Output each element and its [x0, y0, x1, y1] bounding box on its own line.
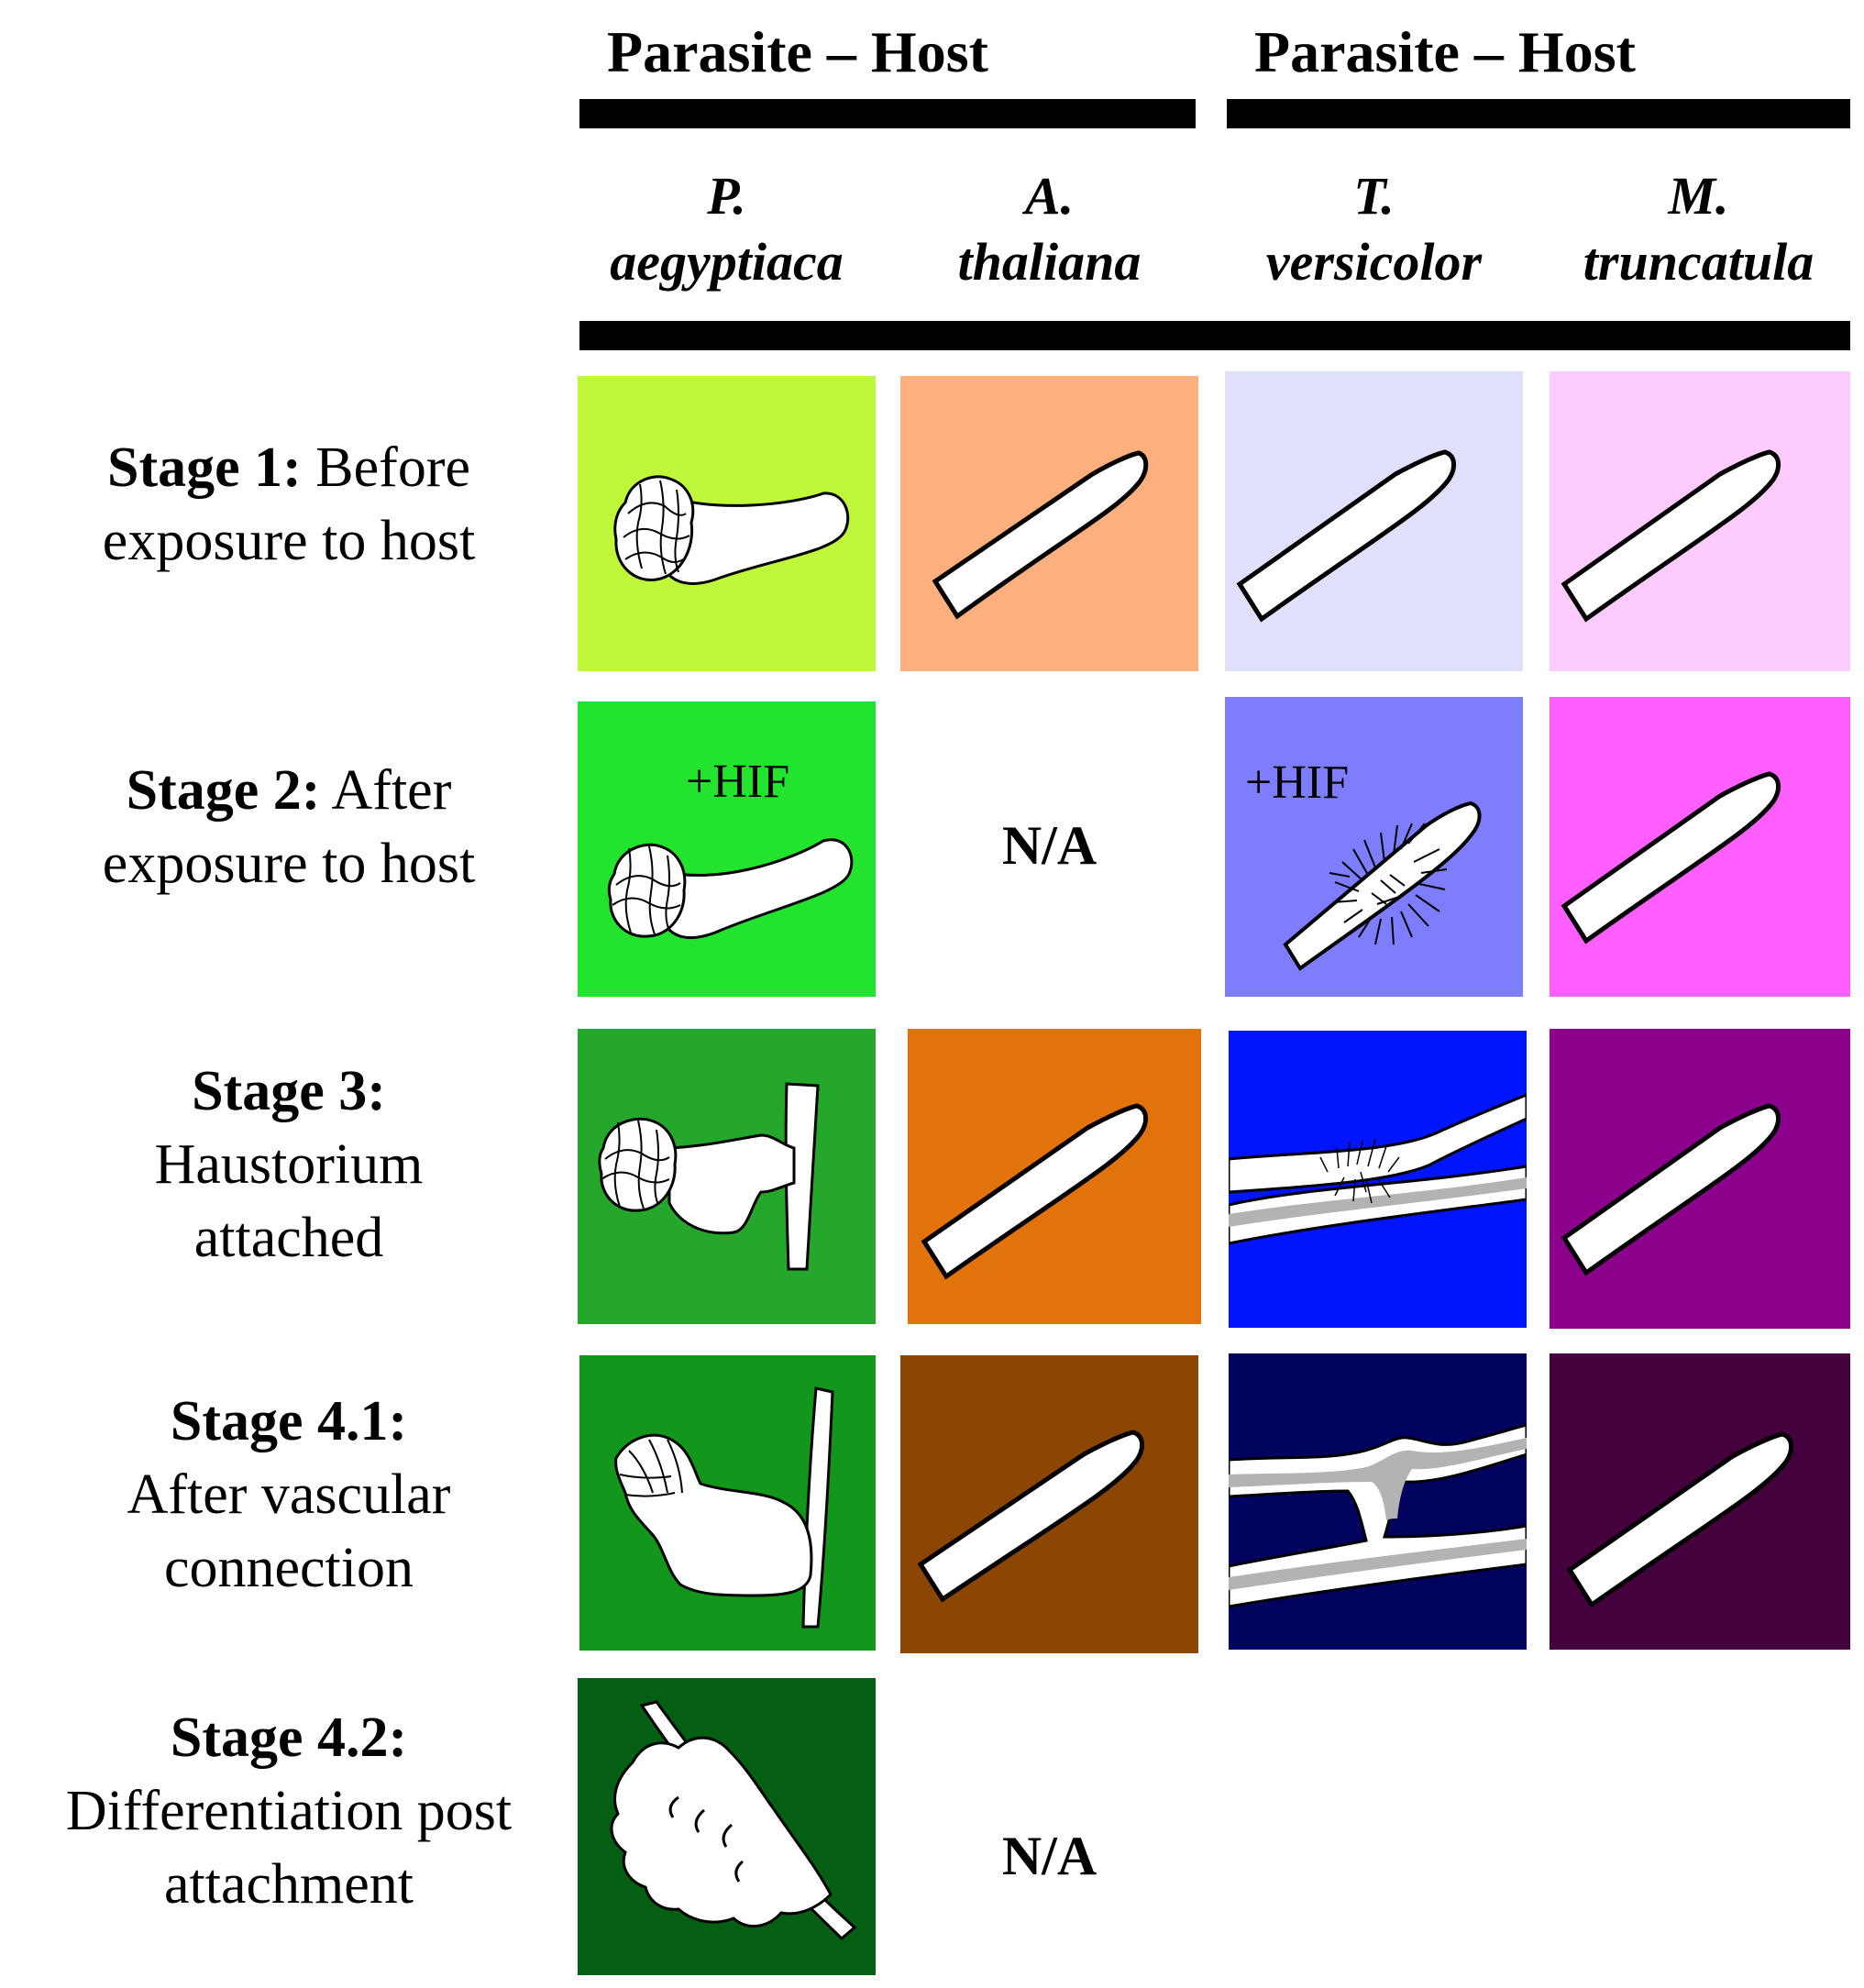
tile-p-aegyptiaca-stage-2: +HIF: [578, 701, 876, 997]
tile-m-truncatula-stage-3: [1550, 1029, 1850, 1329]
stage-title-rest: Before: [301, 436, 470, 499]
host-root-illustration: [900, 376, 1198, 671]
stage-title: Stage 1:: [107, 436, 302, 499]
tile-t-versicolor-stage-3: [1229, 1031, 1527, 1328]
differentiation-illustration: [578, 1678, 876, 1975]
haustorium-hairs: [1319, 1138, 1400, 1204]
stage-desc-2: connection: [163, 1537, 414, 1599]
pair-title-left: Parasite – Host: [607, 19, 988, 84]
stage-label-3: Stage 3: Haustorium attached: [18, 1055, 559, 1275]
vascular-connection-illustration: [579, 1355, 876, 1651]
hif-annotation: +HIF: [686, 756, 790, 808]
species-epithet: truncatula: [1583, 232, 1814, 292]
tile-p-aegyptiaca-stage-4-1: [579, 1355, 876, 1651]
species-epithet: thaliana: [957, 232, 1142, 292]
tile-m-truncatula-stage-2: [1550, 697, 1850, 997]
tile-m-truncatula-stage-1: [1550, 371, 1850, 671]
tile-t-versicolor-stage-4-1: [1229, 1353, 1527, 1650]
tile-a-thaliana-stage-4-1: [900, 1355, 1198, 1653]
host-root-illustration: [1225, 371, 1523, 671]
germinated-seed-illustration: [578, 701, 876, 997]
germinated-seed-illustration: [578, 376, 876, 671]
species-epithet: aegyptiaca: [610, 232, 844, 292]
species-genus: T.: [1353, 166, 1395, 226]
species-header-t-versicolor: T. versicolor: [1225, 163, 1523, 295]
stage-title-rest: After: [320, 759, 452, 822]
seed-coat: [598, 1117, 678, 1212]
tile-t-versicolor-stage-1: [1225, 371, 1523, 671]
host-root-illustration: [1550, 1353, 1850, 1650]
seed-coat: [607, 843, 687, 938]
top-rule-right: [1227, 99, 1850, 128]
stage-desc-2: attachment: [164, 1853, 414, 1916]
species-header-m-truncatula: M. truncatula: [1550, 163, 1847, 295]
species-genus: A.: [1024, 166, 1075, 226]
tile-a-thaliana-stage-3: [908, 1029, 1201, 1324]
host-root-illustration: [908, 1029, 1201, 1324]
species-header-a-thaliana: A. thaliana: [900, 163, 1198, 295]
tile-m-truncatula-stage-4-1: [1550, 1353, 1850, 1650]
species-epithet: versicolor: [1265, 232, 1483, 292]
tile-t-versicolor-stage-2: +HIF: [1225, 697, 1523, 997]
root-hairs: [1329, 823, 1448, 945]
top-rule-left: [579, 99, 1196, 128]
stage-label-4-1: Stage 4.1: After vascular connection: [18, 1385, 559, 1605]
stage-label-1: Stage 1: Before exposure to host: [18, 431, 559, 578]
stage-title: Stage 3:: [192, 1060, 386, 1122]
stage-desc: Haustorium: [154, 1133, 424, 1196]
header-rule: [579, 321, 1850, 350]
pair-title-right: Parasite – Host: [1254, 19, 1636, 84]
haustorium-on-host-illustration: [1229, 1031, 1527, 1328]
tile-p-aegyptiaca-stage-4-2: [578, 1678, 876, 1975]
haustorium-attached-illustration: [578, 1029, 876, 1324]
stage-title: Stage 4.2:: [170, 1706, 408, 1769]
stage-desc-2: attached: [193, 1207, 384, 1269]
stage-desc: After vascular: [127, 1463, 451, 1526]
host-root-illustration: [1550, 1029, 1850, 1329]
stage-label-2: Stage 2: After exposure to host: [18, 754, 559, 900]
species-genus: M.: [1668, 166, 1729, 226]
species-header-p-aegyptiaca: P. aegyptiaca: [578, 163, 876, 295]
tile-p-aegyptiaca-stage-3: [578, 1029, 876, 1324]
host-root-with-hairs-illustration: [1225, 697, 1523, 997]
tile-p-aegyptiaca-stage-1: [578, 376, 876, 671]
host-root-illustration: [1550, 697, 1850, 997]
stage-desc: Differentiation post: [65, 1780, 513, 1842]
stage-desc: exposure to host: [102, 833, 476, 895]
host-root-illustration: [1550, 371, 1850, 671]
not-applicable-a-thaliana-stage-4-2: N/A: [1001, 1826, 1097, 1886]
hif-annotation: +HIF: [1245, 757, 1350, 809]
stage-desc: exposure to host: [102, 510, 476, 572]
seed-coat: [613, 475, 695, 581]
not-applicable-a-thaliana-stage-2: N/A: [1001, 815, 1097, 876]
stage-title: Stage 4.1:: [170, 1390, 408, 1452]
tile-a-thaliana-stage-1: [900, 376, 1198, 671]
stage-title: Stage 2:: [126, 759, 321, 822]
species-genus: P.: [707, 166, 746, 226]
vascular-connection-host-illustration: [1229, 1353, 1527, 1650]
stage-label-4-2: Stage 4.2: Differentiation post attachme…: [9, 1701, 568, 1921]
host-root-illustration: [900, 1355, 1198, 1653]
